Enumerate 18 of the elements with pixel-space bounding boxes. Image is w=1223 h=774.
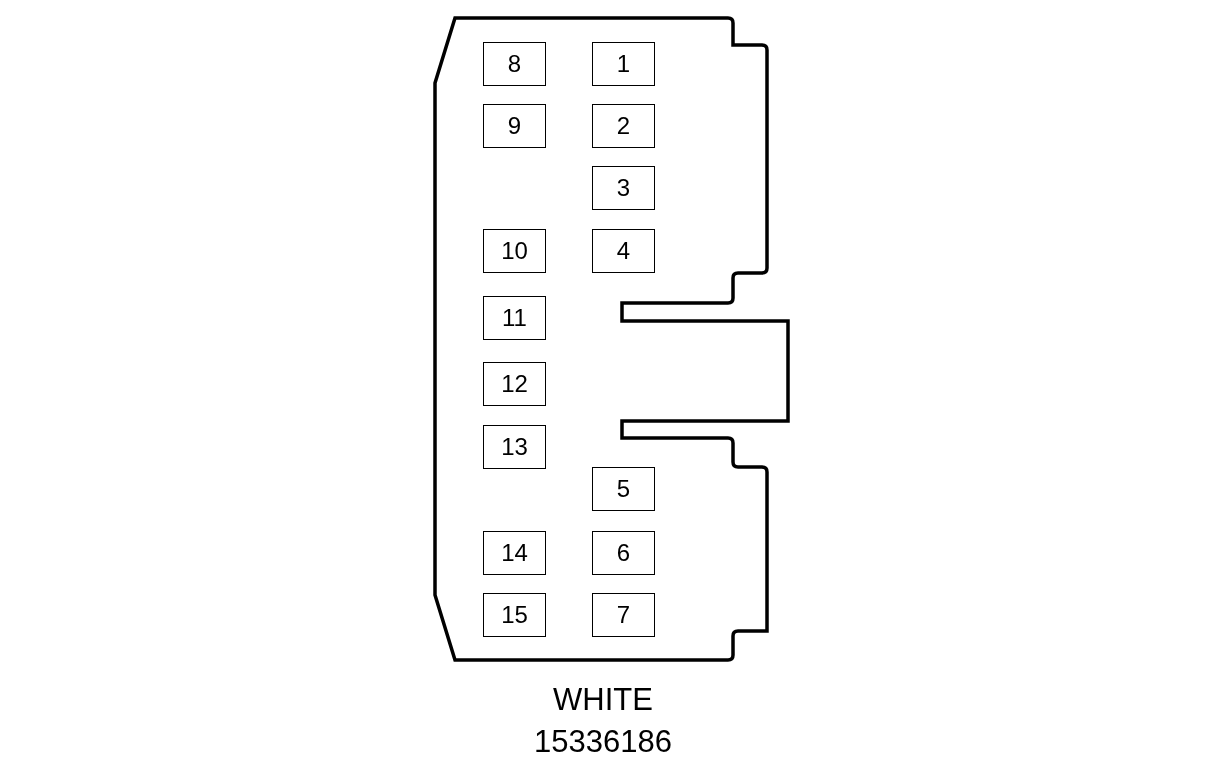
color-label: WHITE [552, 682, 654, 718]
terminal-cavity: 2 [592, 104, 655, 148]
terminal-cavity: 12 [483, 362, 546, 406]
connector-housing [433, 16, 791, 663]
terminal-cavity: 10 [483, 229, 546, 273]
terminal-cavity: 5 [592, 467, 655, 511]
terminal-cavity: 9 [483, 104, 546, 148]
terminal-cavity: 13 [483, 425, 546, 469]
terminal-cavity: 1 [592, 42, 655, 86]
part-number: 15336186 [533, 724, 673, 760]
terminal-cavity: 15 [483, 593, 546, 637]
terminal-cavity: 11 [483, 296, 546, 340]
terminal-cavity: 14 [483, 531, 546, 575]
terminal-cavity: 7 [592, 593, 655, 637]
terminal-cavity: 3 [592, 166, 655, 210]
terminal-cavity: 8 [483, 42, 546, 86]
terminal-cavity: 6 [592, 531, 655, 575]
terminal-cavity: 4 [592, 229, 655, 273]
